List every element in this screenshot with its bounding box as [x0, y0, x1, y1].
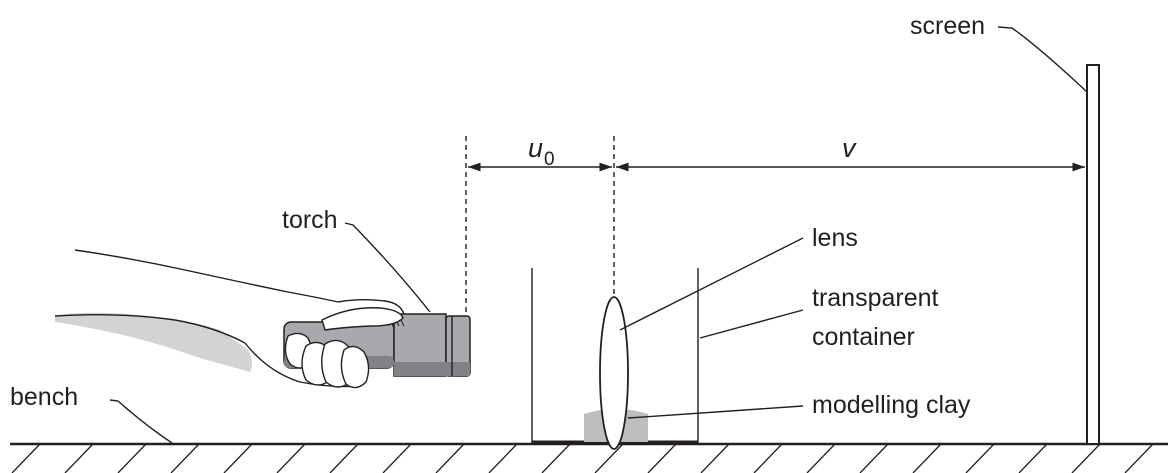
bench-hatch-line: [382, 443, 412, 473]
bench-hatch-line: [329, 443, 359, 473]
modelling-clay-label: modelling clay: [812, 391, 971, 419]
bench-hatch-line: [647, 443, 677, 473]
torch-label: torch: [282, 206, 338, 234]
bench-hatch-line: [965, 443, 995, 473]
bench-hatching: [11, 443, 1154, 473]
bench-hatch-line: [488, 443, 518, 473]
clay-leader-line: [627, 405, 804, 419]
bench-hatch-line: [170, 443, 200, 473]
bench-hatch-line: [1018, 443, 1048, 473]
screen-leader-line: [997, 26, 1088, 93]
screen: [1086, 64, 1100, 445]
bench-hatch-line: [64, 443, 94, 473]
lens: [599, 296, 629, 450]
v-symbol: v: [842, 133, 857, 163]
hand-holding-torch: [54, 249, 471, 389]
bench-hatch-line: [541, 443, 571, 473]
lens-leader-line: [619, 237, 804, 331]
u0-subscript: 0: [544, 149, 555, 170]
bench-leader-line: [109, 399, 173, 444]
bench-hatch-line: [806, 443, 836, 473]
bench-hatch-line: [223, 443, 253, 473]
torch-leader-line: [344, 222, 431, 313]
bench-hatch-line: [859, 443, 889, 473]
bench-hatch-line: [117, 443, 147, 473]
bench-hatch-line: [700, 443, 730, 473]
bench-hatch-line: [594, 443, 624, 473]
bench-hatch-line: [912, 443, 942, 473]
bench-hatch-line: [276, 443, 306, 473]
bench-label: bench: [10, 383, 78, 411]
bench-hatch-line: [1071, 443, 1101, 473]
lens-label: lens: [812, 224, 858, 252]
bench-hatch-line: [1124, 443, 1154, 473]
container-label-line2: container: [812, 323, 915, 351]
screen-label: screen: [910, 12, 985, 40]
bench-hatch-line: [435, 443, 465, 473]
container-label-line1: transparent: [812, 284, 939, 312]
u0-symbol: u: [528, 133, 543, 163]
bench-hatch-line: [11, 443, 41, 473]
container-leader-line: [699, 309, 804, 339]
bench: [10, 442, 1168, 473]
bench-hatch-line: [753, 443, 783, 473]
